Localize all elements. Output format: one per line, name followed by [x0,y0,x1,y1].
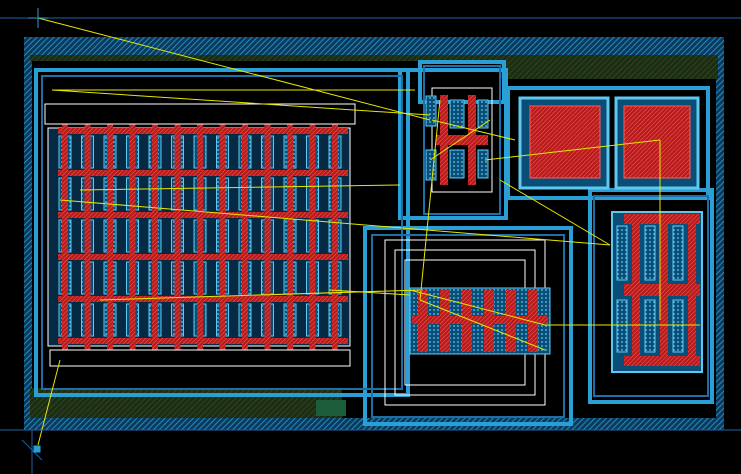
guard-ring [24,37,724,430]
array-strap [58,254,348,260]
array-gate [264,124,271,350]
array-gate [197,124,203,350]
metal-tracks-inner [41,65,709,418]
array-top-frame [44,103,356,125]
array-gate [309,124,316,350]
metal-tracks [34,60,714,426]
array-strap [58,338,348,344]
array-gate [129,124,136,350]
origin-marker [0,17,741,474]
array-strap [58,296,348,302]
array-strap [58,128,348,134]
transistor-array-large[interactable] [44,103,356,367]
array-gate [62,124,68,350]
capacitor-right[interactable] [614,96,700,190]
array-gate [107,124,113,350]
array-gate [174,124,181,350]
array-gate [152,124,158,350]
array-bottom-frame [49,349,351,367]
array-gate [332,124,338,350]
crosshair-icon [28,8,48,453]
mos-pair-top[interactable] [425,87,493,193]
array-gate [84,124,91,350]
array-strap [58,212,348,218]
array-gate [287,124,293,350]
array-strap [58,170,348,176]
array-gate [242,124,248,350]
capacitor-left[interactable] [518,96,610,190]
ratsnest-lines [37,17,700,446]
mos-stack-right[interactable] [611,211,703,373]
array-gate [219,124,226,350]
